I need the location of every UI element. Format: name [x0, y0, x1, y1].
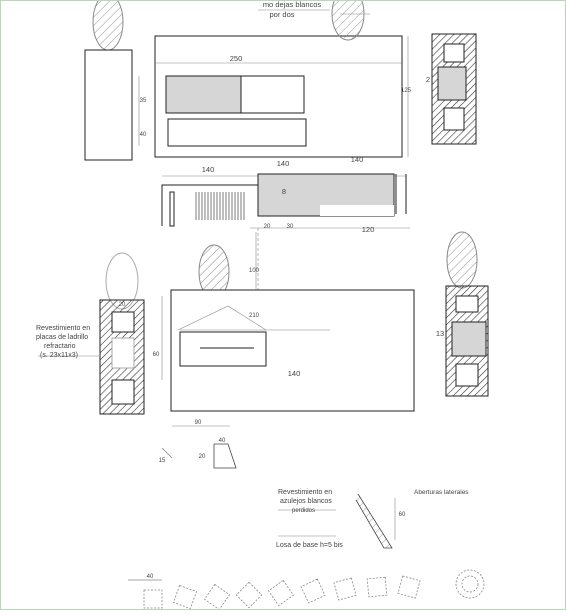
top-note-line1: mo dejas blancos — [263, 0, 322, 9]
rev-note-line1: Revestimiento en — [278, 489, 332, 496]
mid-width-label: 210 — [249, 313, 260, 319]
top-right-oval — [331, 0, 365, 41]
top-width-label: 250 — [230, 54, 243, 63]
mid-right-section — [445, 231, 489, 397]
small-detail — [161, 425, 237, 469]
drawing-labels: mo dejas blancos por dos 250 125 35 40 2… — [119, 0, 445, 580]
small-dim-90: 90 — [195, 420, 202, 426]
small-dim-20: 20 — [199, 454, 206, 460]
mid-inner-label: 140 — [288, 369, 301, 378]
top-left-box — [84, 49, 133, 161]
mid-left-section — [38, 299, 145, 415]
left-note-line4: (s. 23x11x3) — [40, 352, 78, 359]
aberturas-note: Aberturas laterales — [414, 489, 469, 496]
bottom-dim-40: 40 — [147, 574, 154, 580]
left-dim-20: 20 — [119, 302, 126, 308]
rev-note-line2: azulejos blancos — [280, 498, 332, 505]
small-dim-40: 40 — [219, 438, 226, 444]
rev-note-line3: perdidos — [292, 508, 315, 514]
slab-detail — [278, 493, 396, 549]
annotation-notes: Revestimiento en placas de ladrillo refr… — [36, 325, 469, 549]
left-note-line3: refractario — [44, 343, 76, 350]
strip-elevation — [161, 173, 410, 300]
top-left-oval — [92, 0, 124, 51]
strip-vertical-ticks — [195, 192, 245, 220]
mid-right-dim: 13 — [436, 329, 444, 338]
top-height-label: 125 — [401, 88, 412, 94]
strip-below-b: 30 — [287, 224, 294, 230]
mid-plan-view — [105, 232, 415, 412]
top-inner-lower — [167, 118, 307, 147]
top-left-dim: 35 — [140, 98, 147, 104]
strip-mid: 8 — [282, 187, 286, 196]
mid-dim-vertical: 100 — [249, 268, 260, 274]
top-inner-gray — [165, 75, 242, 114]
small-dim-15: 15 — [159, 458, 166, 464]
mid-inner-bar — [179, 331, 267, 367]
top-left-dim2: 40 — [140, 132, 147, 138]
strip-below-a: 20 — [264, 224, 271, 230]
top-right-dim: 2 — [426, 75, 430, 84]
strip-dim-b: 140 — [277, 159, 290, 168]
left-note-line1: Revestimiento en — [36, 325, 90, 332]
strip-dim-c: 140 — [351, 155, 364, 164]
top-right-section — [431, 33, 477, 145]
top-note-line2: por dos — [269, 10, 294, 19]
side-dim-60: 60 — [399, 512, 406, 518]
top-plan-view — [84, 0, 409, 161]
strip-dim-a: 140 — [202, 165, 215, 174]
left-note-line2: placas de ladrillo — [36, 334, 88, 341]
strip-below-c: 120 — [362, 225, 375, 234]
mid-left-dim: 60 — [153, 352, 160, 358]
base-note: Losa de base h=5 bis — [276, 542, 343, 549]
bottom-block-row — [128, 569, 485, 611]
